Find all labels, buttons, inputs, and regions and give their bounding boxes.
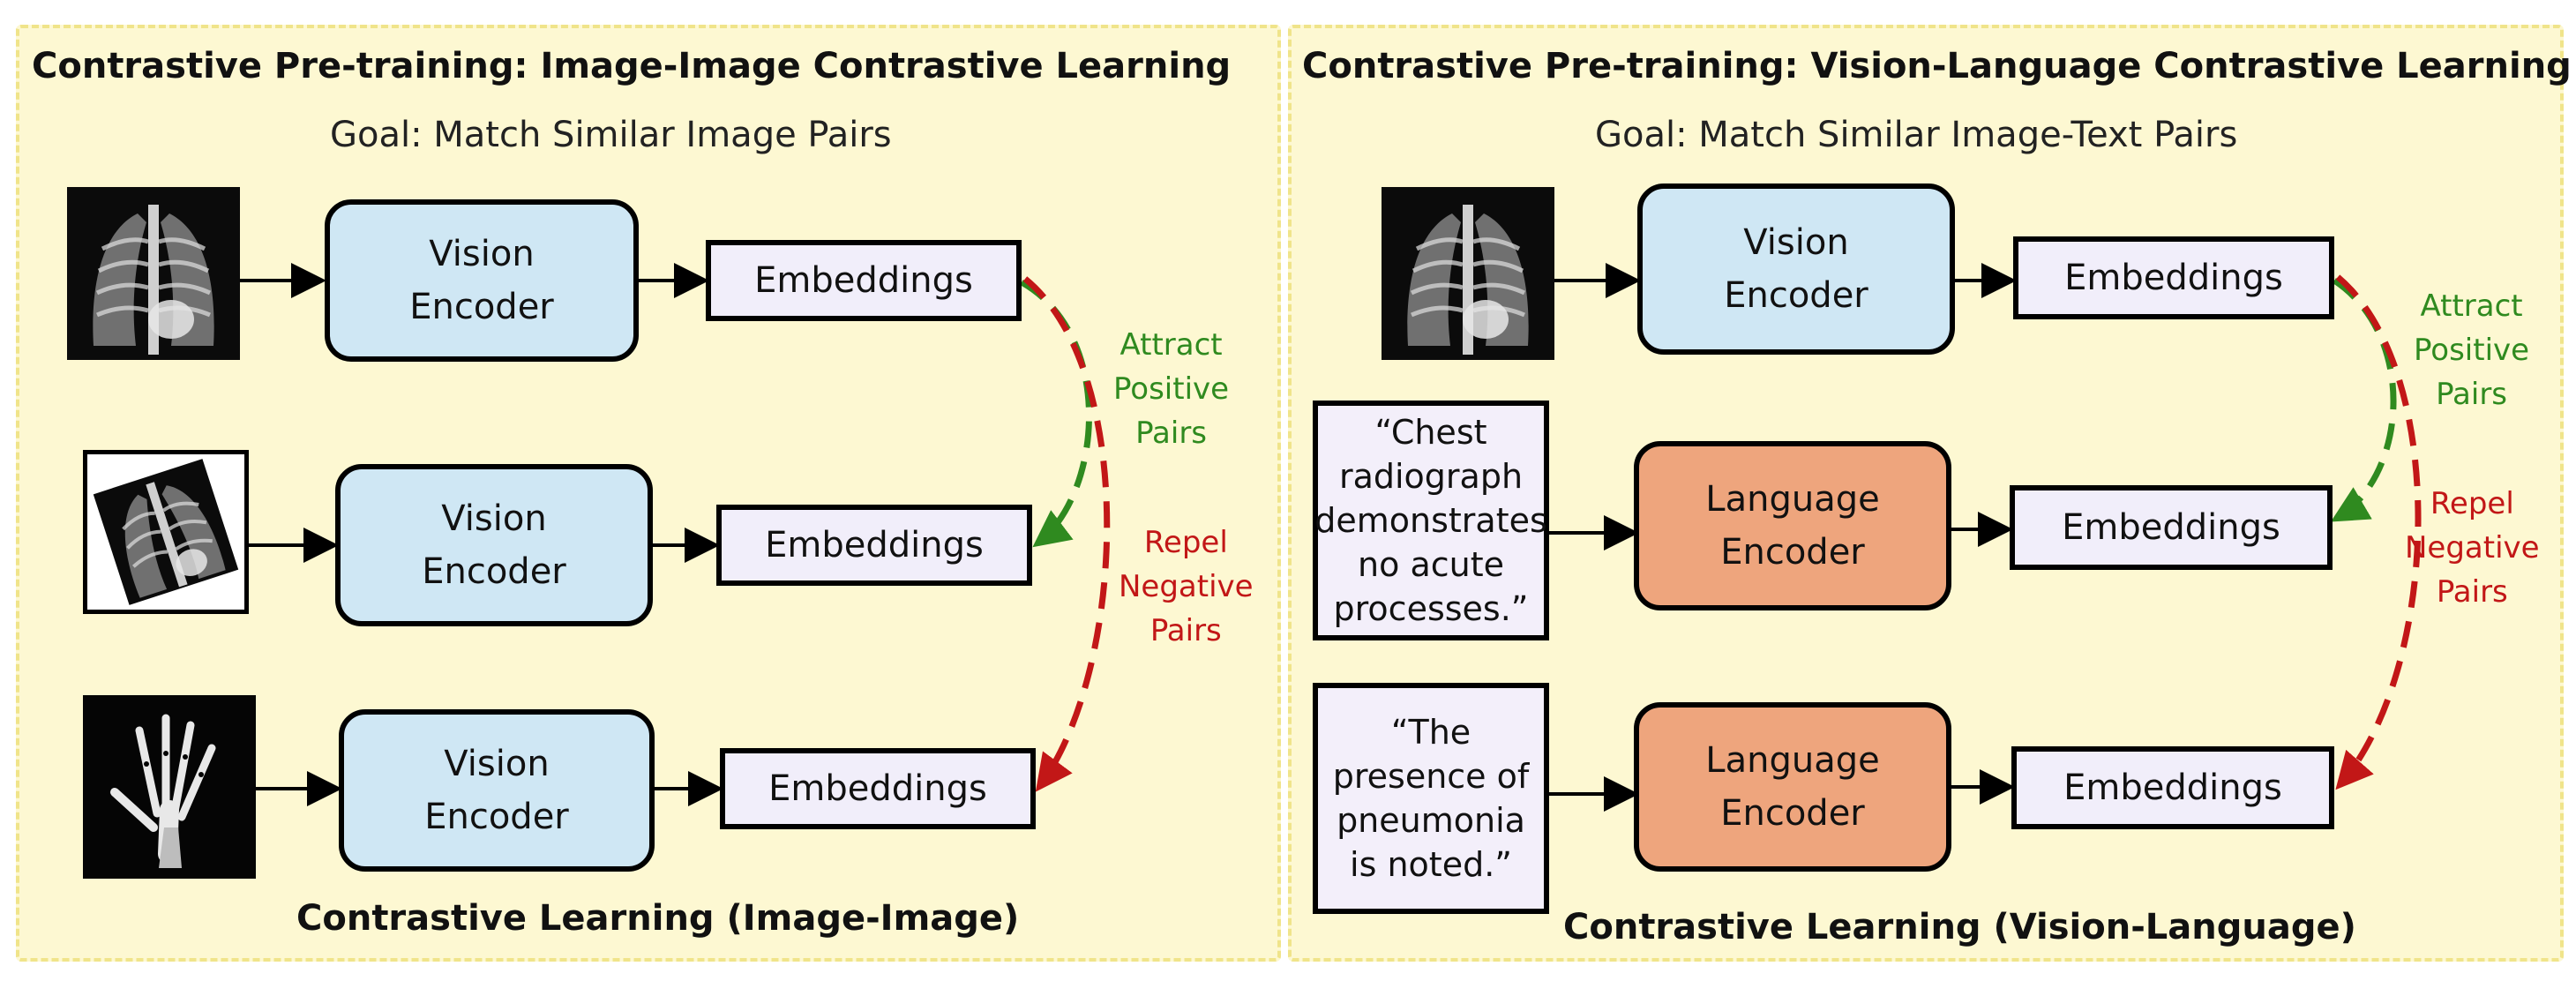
chest-xray-image-1 [67,187,240,360]
embeddings-label: Embeddings [768,768,987,809]
embeddings-left-3: Embeddings [720,748,1036,829]
caption-image-image: Contrastive Learning (Image-Image) [296,898,1020,939]
hand-xray-image [83,695,256,879]
repel-arrow-right [2335,274,2422,790]
rotated-chest-xray-image [83,450,249,614]
attract-label-right: Attract Positive Pairs [2414,284,2529,416]
encoder-label: Language Encoder [1705,479,1880,573]
goal-vision-language: Goal: Match Similar Image-Text Pairs [1595,115,2238,155]
chest-xray-icon [67,187,240,360]
chest-xray-image-2 [1382,187,1554,360]
attract-text: Attract Positive Pairs [2414,288,2530,412]
panel-title-vision-language: Contrastive Pre-training: Vision-Languag… [1302,46,2572,86]
embeddings-label: Embeddings [2063,768,2282,808]
hand-xray-icon [83,695,256,879]
vision-encoder-left-2: Vision Encoder [335,464,653,626]
repel-arrow-left [1022,276,1111,792]
chest-xray-icon [1382,187,1554,360]
repel-text: Repel Negative Pairs [1119,525,1254,648]
embeddings-label: Embeddings [2062,507,2280,548]
attract-text: Attract Positive Pairs [1113,327,1230,451]
report-text-content: “Chest radiograph demonstrates no acute … [1314,413,1547,628]
encoder-label: Vision Encoder [422,498,566,592]
panel-title-image-image: Contrastive Pre-training: Image-Image Co… [32,46,1232,86]
embeddings-label: Embeddings [754,260,973,301]
embeddings-right-3: Embeddings [2011,746,2334,829]
repel-label-left: Repel Negative Pairs [1119,520,1254,653]
language-encoder-1: Language Encoder [1634,441,1951,610]
embeddings-right-1: Embeddings [2013,236,2334,319]
embeddings-left-1: Embeddings [706,240,1022,321]
embeddings-right-2: Embeddings [2010,485,2333,570]
embeddings-label: Embeddings [765,525,984,565]
goal-image-image: Goal: Match Similar Image Pairs [330,115,892,155]
attract-label-left: Attract Positive Pairs [1113,323,1229,455]
repel-label-right: Repel Negative Pairs [2405,482,2540,614]
encoder-label: Vision Encoder [424,744,569,837]
repel-text: Repel Negative Pairs [2405,486,2540,610]
rotated-chest-xray-icon [93,459,239,605]
caption-vision-language: Contrastive Learning (Vision-Language) [1563,907,2356,947]
report-text-2: “The presence of pneumonia is noted.” [1313,683,1549,914]
vision-encoder-right: Vision Encoder [1637,183,1955,355]
embeddings-label: Embeddings [2064,258,2283,298]
language-encoder-2: Language Encoder [1634,702,1951,872]
encoder-label: Language Encoder [1705,740,1880,834]
report-text-content: “The presence of pneumonia is noted.” [1332,713,1530,884]
embeddings-left-2: Embeddings [716,505,1032,586]
encoder-label: Vision Encoder [1724,222,1868,316]
report-text-1: “Chest radiograph demonstrates no acute … [1313,401,1549,640]
encoder-label: Vision Encoder [409,234,554,327]
vision-encoder-left-3: Vision Encoder [339,709,655,872]
attract-arrow-right [2330,278,2397,522]
vision-encoder-left-1: Vision Encoder [325,199,639,362]
